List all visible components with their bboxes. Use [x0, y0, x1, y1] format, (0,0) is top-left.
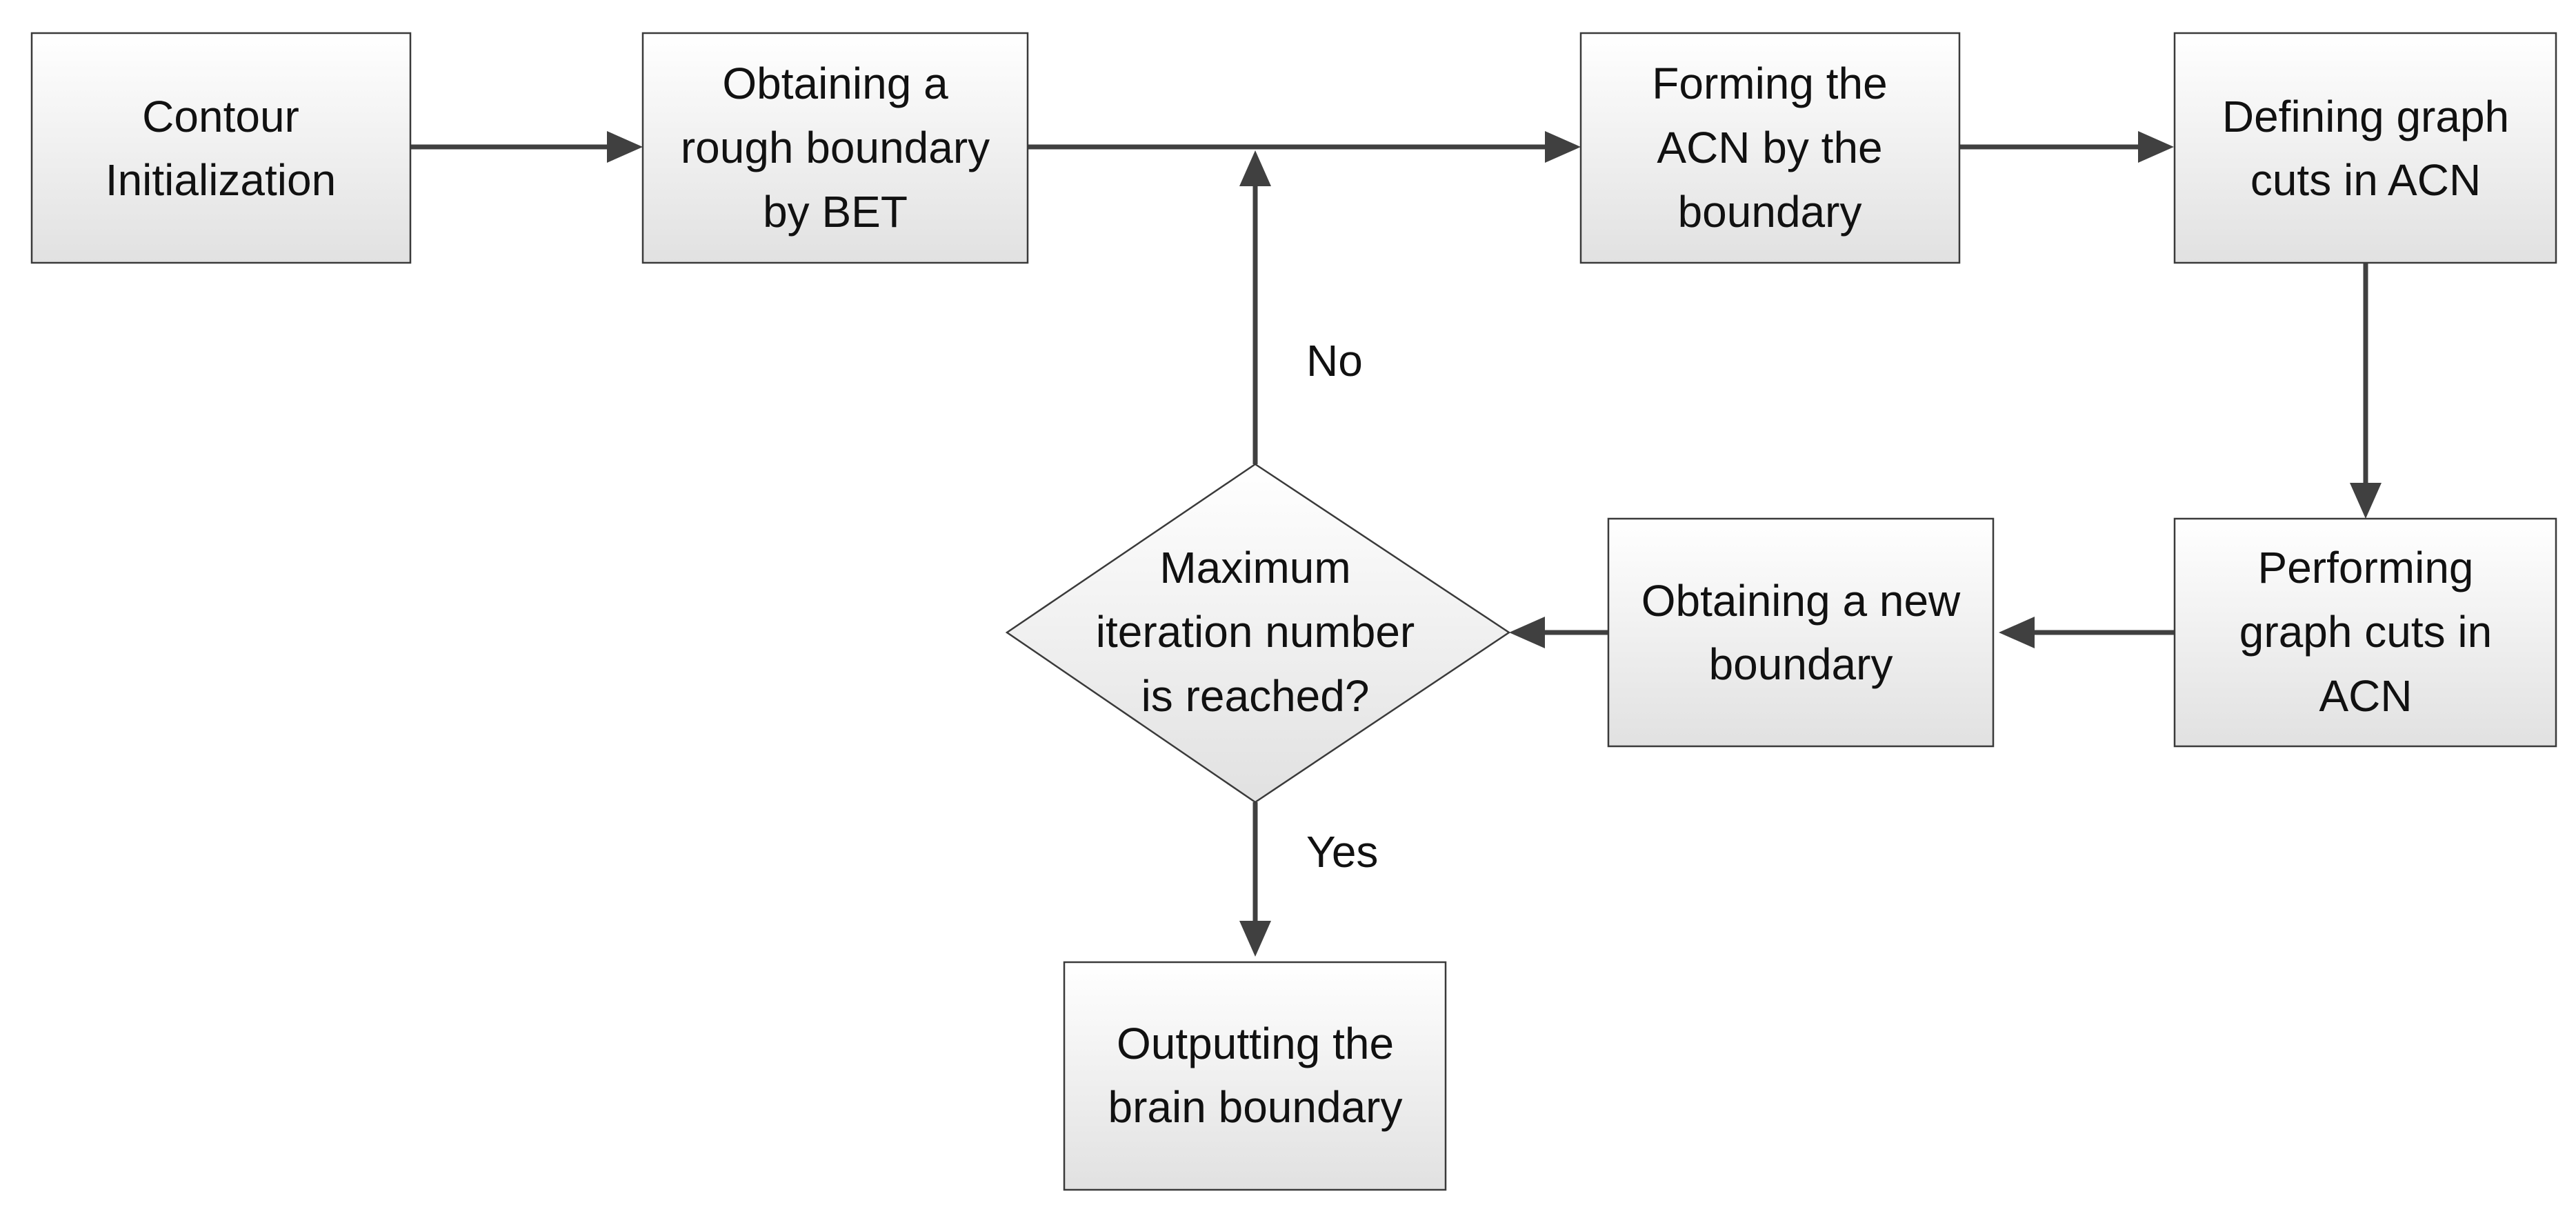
arrowhead-right	[1545, 131, 1581, 163]
arrowhead-right	[2138, 131, 2174, 163]
arrowhead-down	[1239, 921, 1271, 957]
connectors	[410, 144, 2368, 921]
arrowhead-up	[1239, 150, 1271, 186]
arrowhead-down	[2350, 483, 2382, 519]
edge-label-yes: Yes	[1306, 827, 1378, 877]
arrowhead-left	[1999, 617, 2035, 648]
arrowhead-left	[1509, 617, 1545, 648]
edge-label-no: No	[1306, 336, 1363, 386]
arrowheads	[607, 131, 2382, 957]
arrowhead-right	[607, 131, 643, 163]
